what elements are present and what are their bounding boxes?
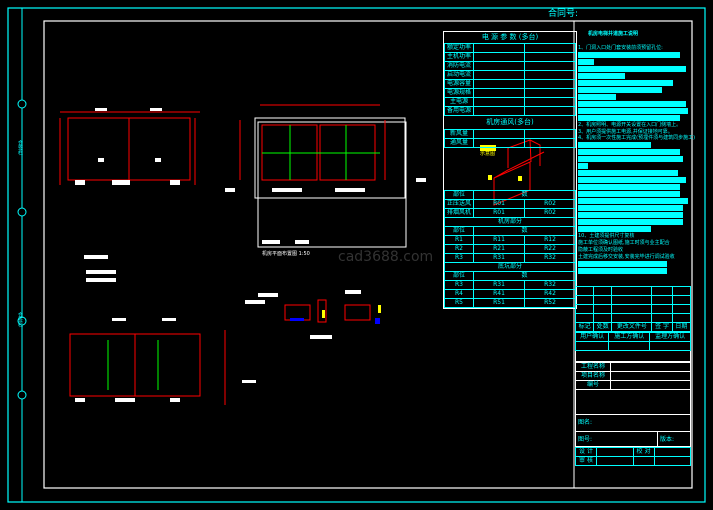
cell: R01 [473, 199, 525, 209]
note-line: 3、用户须提供施工电源,并保证接地可靠。 [578, 129, 673, 135]
cell: R32 [524, 253, 576, 263]
field-label: 工程名称 [575, 362, 611, 372]
row-label: 通风量 [444, 138, 474, 148]
note-line: 4、机房须一次性施工完成(预埋件须与建筑同步施工) [578, 135, 696, 141]
cell: R12 [524, 235, 576, 245]
rev-header: 日期 [671, 322, 692, 332]
rev-header: 更改文件号 [611, 322, 653, 332]
margin-label: 会签栏 [17, 140, 23, 155]
drawing-number: 图号: [578, 436, 593, 443]
row-label: 新风量 [444, 129, 474, 139]
header-cell: 部位 [444, 226, 474, 236]
cell: R32 [524, 280, 576, 290]
header-cell: 部位 [444, 271, 474, 281]
cell: R21 [473, 244, 525, 254]
cell: R31 [473, 280, 525, 290]
cell: R41 [473, 289, 525, 299]
margin-label: 会签栏 [17, 312, 23, 327]
user-confirm: 用户确认 [574, 332, 610, 342]
cell: R1 [444, 235, 474, 245]
header-cell: 数 [473, 271, 576, 281]
section-title: 底坑部分 [444, 262, 576, 272]
version: 版本: [657, 432, 690, 446]
cell: R42 [524, 289, 576, 299]
cell: R51 [473, 298, 525, 308]
review-label: 审 核 [575, 456, 597, 466]
row-label: 电源规格 [444, 88, 474, 98]
watermark: cad3688.com [338, 249, 434, 265]
contractor-confirm: 施工方确认 [608, 332, 651, 342]
row-label: 启动电流 [444, 70, 474, 80]
contract-number-label: 合同号: [548, 9, 579, 19]
row-label: 主电源 [444, 97, 474, 107]
section-title: 机房部分 [444, 217, 576, 227]
check-label: 校 对 [632, 447, 655, 457]
row-label: 消防电流 [444, 61, 474, 71]
rev-header: 签 字 [651, 322, 673, 332]
cell: R01 [473, 208, 525, 218]
design-label: 设 计 [575, 447, 597, 457]
supervisor-confirm: 监理方确认 [649, 332, 691, 342]
cell: R02 [524, 208, 576, 218]
diagram-label: 示意图 [480, 151, 496, 157]
cell: R31 [473, 253, 525, 263]
cell: R4 [444, 289, 474, 299]
ventilation-table-title: 机房通风(多台) [486, 118, 534, 126]
header-cell: 数 [473, 190, 576, 200]
drawing-name: 图名: [575, 415, 691, 432]
field-label: 项目名称 [575, 371, 611, 381]
cell: 正压送风 [444, 199, 474, 209]
row-label: 电源容量 [444, 79, 474, 89]
cell: R5 [444, 298, 474, 308]
cell: R2 [444, 244, 474, 254]
cell: R22 [524, 244, 576, 254]
note-line: 土建完成后移交安装,安装完毕进行调试验收 [578, 254, 675, 260]
note-line: 施工单位须确认图纸,施工时须与业主配合 [578, 240, 670, 246]
note-line: 10、土建须提供尺寸复核 [578, 233, 635, 239]
cell: R52 [524, 298, 576, 308]
cell: 排烟风机 [444, 208, 474, 218]
header-cell: 部位 [444, 190, 474, 200]
note-line: 2、机房照明、电源开关设置在入口门侧墙上。 [578, 122, 682, 128]
cell: R3 [444, 253, 474, 263]
field-label: 编号 [575, 380, 611, 390]
row-label: 主机功率 [444, 52, 474, 62]
header-cell: 数 [473, 226, 576, 236]
row-label: 额定功率 [444, 43, 474, 53]
power-table-title: 电 源 参 数 (多台) [481, 33, 539, 41]
cell: R02 [524, 199, 576, 209]
notes-title: 机房电梯井道施工说明 [588, 31, 639, 37]
row-label: 备用电源 [444, 106, 474, 116]
note-line: 隐蔽工程须及时验收 [578, 247, 624, 253]
plan-label: 机房平面布置图 1:50 [262, 251, 310, 257]
title-block: 标记处数更改文件号签 字日期 用户确认施工方确认监理方确认 工程名称 项目名称 … [574, 286, 692, 486]
rev-header: 标记 [574, 322, 595, 332]
power-parameter-table: 电 源 参 数 (多台) 额定功率 主机功率 消防电流 启动电流 电源容量 电源… [443, 31, 577, 309]
cell: R3 [444, 280, 474, 290]
cell: R11 [473, 235, 525, 245]
rev-header: 处数 [593, 322, 613, 332]
note-line: 1、门洞入口处门套安装前须预留孔位: [578, 45, 663, 51]
